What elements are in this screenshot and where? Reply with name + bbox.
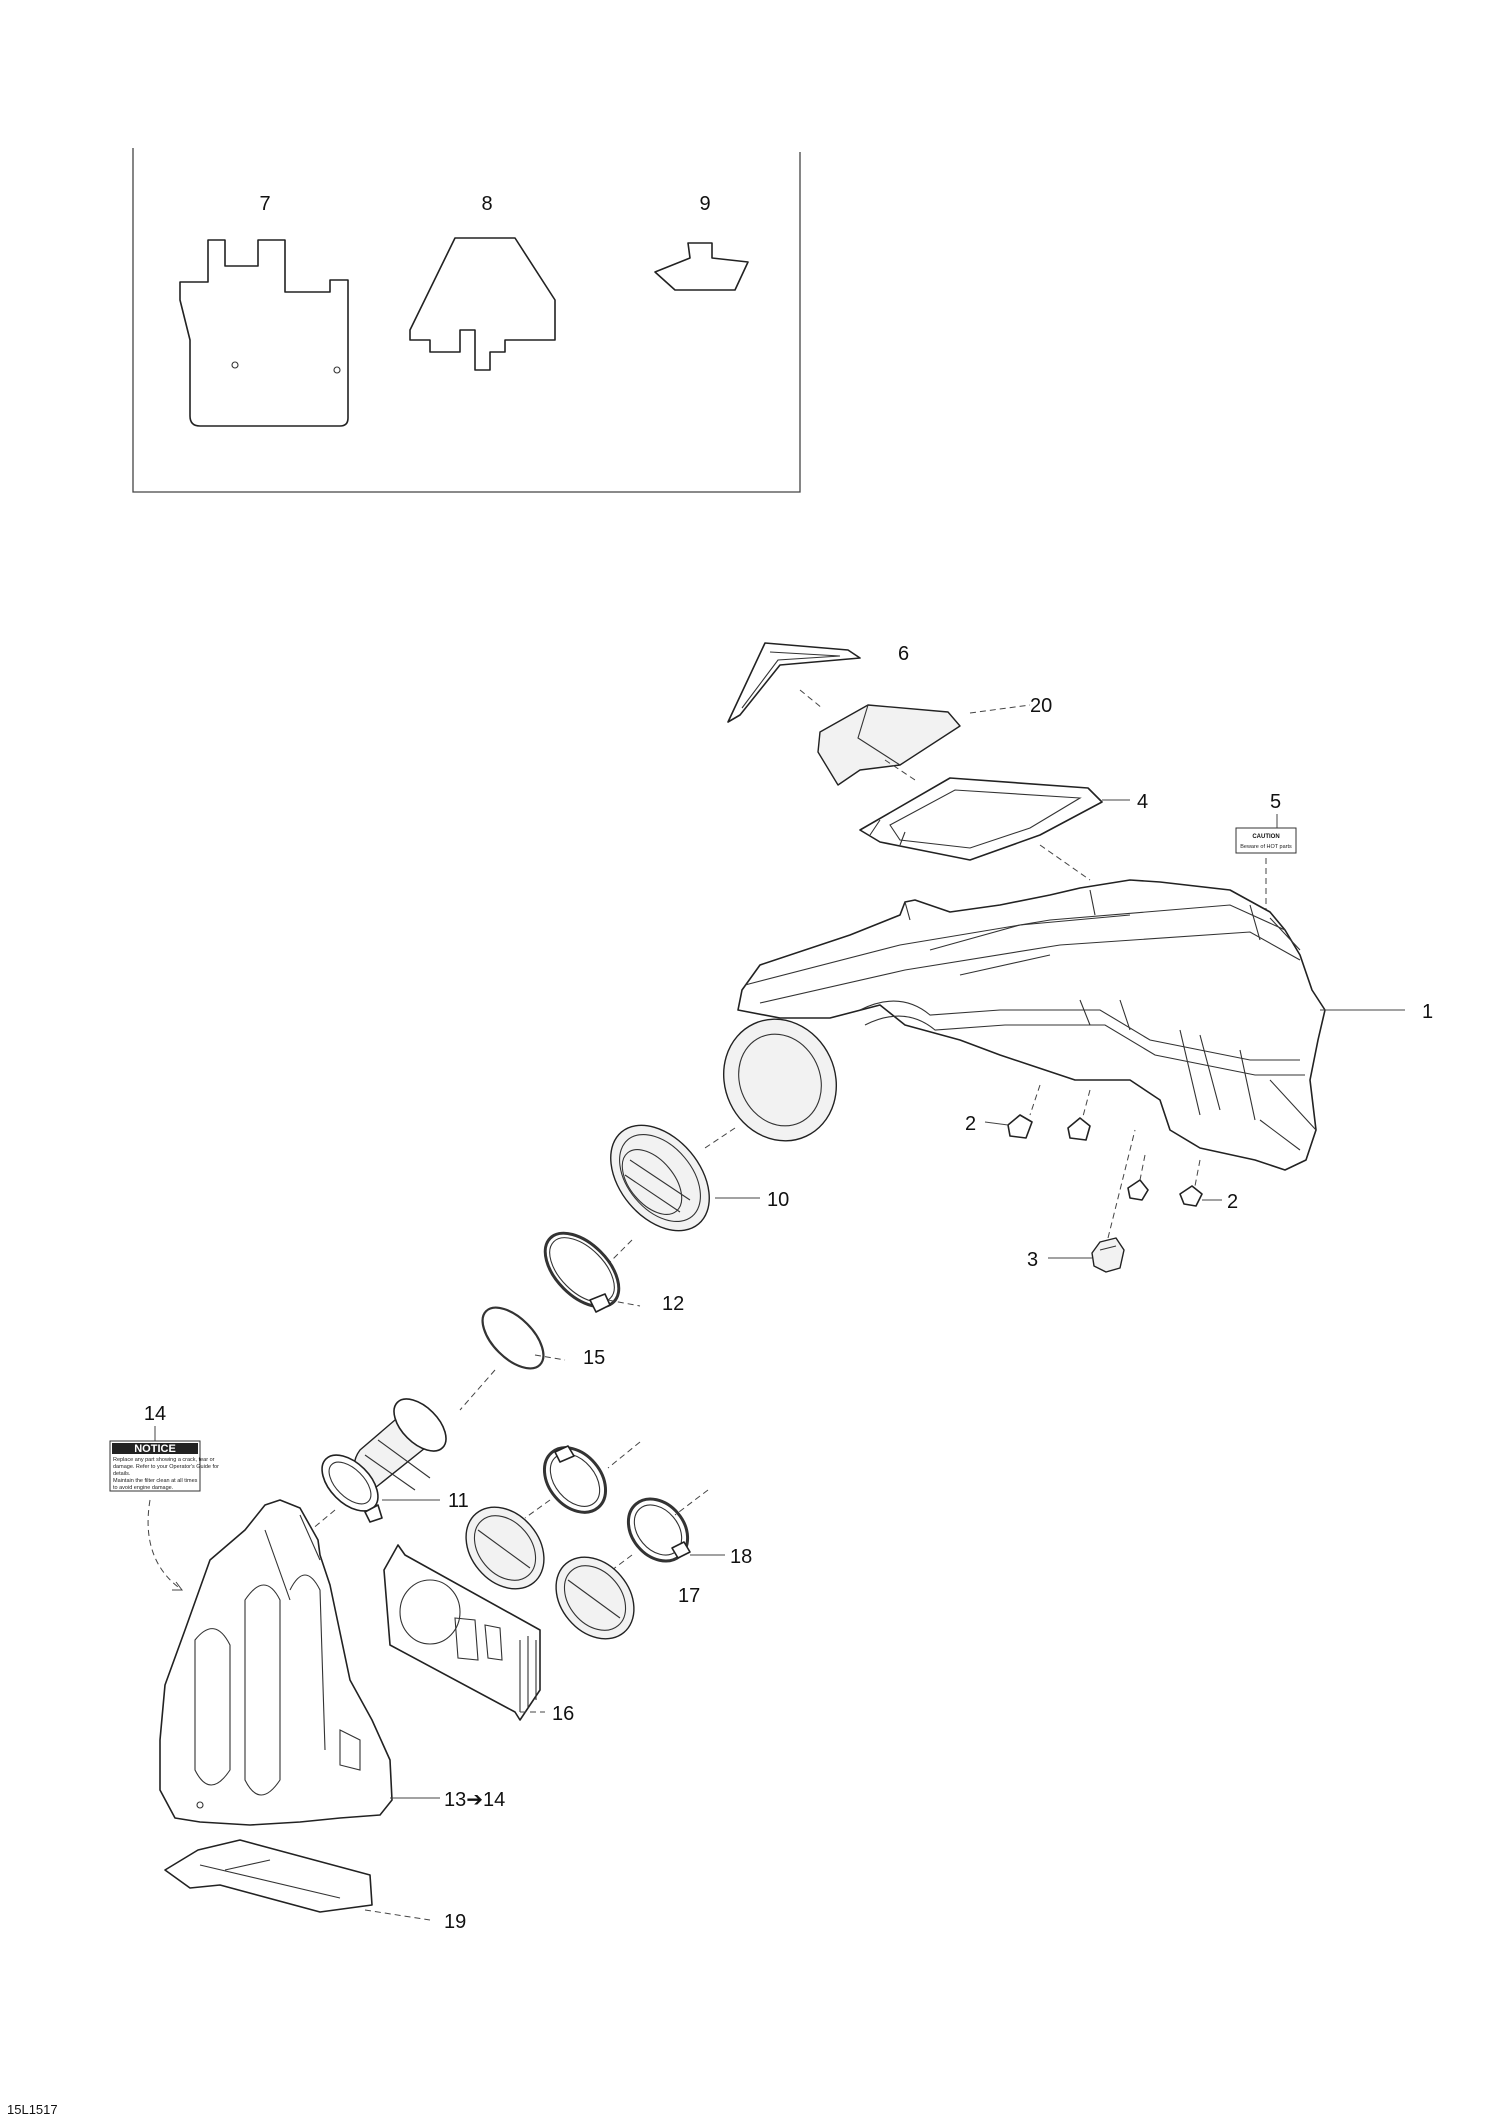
leader-20-4 xyxy=(884,759,916,781)
callout-12: 12 xyxy=(662,1293,684,1315)
leader-15 xyxy=(534,1354,566,1361)
axis-lower-2 xyxy=(611,1554,633,1571)
inset-frame xyxy=(132,148,801,493)
part-1-air-box[interactable] xyxy=(704,879,1326,1171)
leader-4-1 xyxy=(1039,844,1091,881)
part-11-adapter-tube[interactable] xyxy=(312,1390,456,1523)
axis-upper xyxy=(607,1441,641,1469)
callout-8: 8 xyxy=(481,193,492,215)
callout-19: 19 xyxy=(444,1911,466,1933)
callout-20: 20 xyxy=(1030,695,1052,717)
part-4-air-filter-frame[interactable] xyxy=(859,777,1103,861)
leader-20 xyxy=(969,704,1031,714)
caution-title: CAUTION xyxy=(1252,834,1279,840)
leader-14-to-box xyxy=(147,1499,183,1591)
leader-3-to-airbox xyxy=(1107,1129,1136,1239)
notice-line-1: Replace any part showing a crack, tear o… xyxy=(113,1457,215,1463)
axis-lower xyxy=(674,1489,709,1516)
part-3-grommet[interactable] xyxy=(1091,1237,1125,1273)
part-9-foam-sheet[interactable] xyxy=(654,242,749,291)
notice-line-2: damage. Refer to your Operator's Guide f… xyxy=(113,1464,219,1470)
axis-12 xyxy=(609,1239,633,1263)
callout-11: 11 xyxy=(448,1490,469,1512)
callout-14: 14 xyxy=(144,1403,166,1425)
air-box-outlet-port xyxy=(722,1018,838,1142)
part-17-coupler[interactable] xyxy=(540,1542,650,1655)
callout-2b: 2 xyxy=(1227,1191,1238,1213)
callout-6: 6 xyxy=(898,643,909,665)
callout-15: 15 xyxy=(583,1347,605,1369)
part-2-clip[interactable] xyxy=(1007,1114,1203,1207)
axis-15 xyxy=(459,1369,496,1411)
callout-10: 10 xyxy=(767,1189,789,1211)
part-18-clamp-upper[interactable] xyxy=(532,1436,618,1525)
callout-18: 18 xyxy=(730,1546,752,1568)
callout-4: 4 xyxy=(1137,791,1148,813)
reference-code: 15L1517 xyxy=(7,2102,58,2117)
arrow-head-icon xyxy=(172,1581,183,1591)
leader-19 xyxy=(364,1909,431,1921)
part-5-caution-decal[interactable]: CAUTION Beware of HOT parts xyxy=(1235,827,1297,854)
axis-10 xyxy=(704,1127,736,1149)
notice-line-5: to avoid engine damage. xyxy=(113,1485,174,1491)
callout-17: 17 xyxy=(678,1585,700,1607)
caution-text: Beware of HOT parts xyxy=(1240,844,1292,850)
part-15-o-ring[interactable] xyxy=(472,1297,554,1379)
part-14-notice-decal[interactable]: NOTICE Replace any part showing a crack,… xyxy=(109,1440,219,1492)
callout-2a: 2 xyxy=(965,1113,976,1135)
part-10-coupling[interactable] xyxy=(591,1106,729,1249)
callout-16: 16 xyxy=(552,1703,574,1725)
callout-3: 3 xyxy=(1027,1249,1038,1271)
part-6-gasket-frame[interactable] xyxy=(727,642,861,723)
part-20-intake-duct[interactable] xyxy=(817,704,961,786)
part-17-coupler-upper[interactable] xyxy=(450,1492,560,1605)
part-7-foam-sheet[interactable] xyxy=(179,239,349,427)
callout-7: 7 xyxy=(259,193,270,215)
part-12-clamp[interactable] xyxy=(532,1220,632,1320)
part-7-rivet-icon xyxy=(231,361,239,369)
callout-1: 1 xyxy=(1422,1001,1433,1023)
part-19-filter-pad[interactable] xyxy=(164,1839,373,1913)
notice-line-3: details. xyxy=(113,1471,131,1477)
callout-9: 9 xyxy=(699,193,710,215)
part-18-clamp[interactable] xyxy=(616,1487,700,1573)
callout-5: 5 xyxy=(1270,791,1281,813)
callout-13: 13➔14 xyxy=(444,1789,505,1811)
leader-clips xyxy=(1029,1084,1201,1187)
part-16-mounting-plate[interactable] xyxy=(383,1544,541,1721)
notice-line-4: Maintain the filter clean at all times xyxy=(113,1478,198,1484)
notice-title: NOTICE xyxy=(134,1443,176,1455)
leader-2a xyxy=(984,1121,1009,1126)
leader-12 xyxy=(607,1299,641,1307)
part-7-rivet-icon xyxy=(333,366,341,374)
part-8-foam-sheet[interactable] xyxy=(409,237,556,371)
axis-upper-2 xyxy=(524,1499,551,1519)
part-13-silencer-box[interactable] xyxy=(159,1499,393,1826)
leader-6 xyxy=(799,689,823,709)
